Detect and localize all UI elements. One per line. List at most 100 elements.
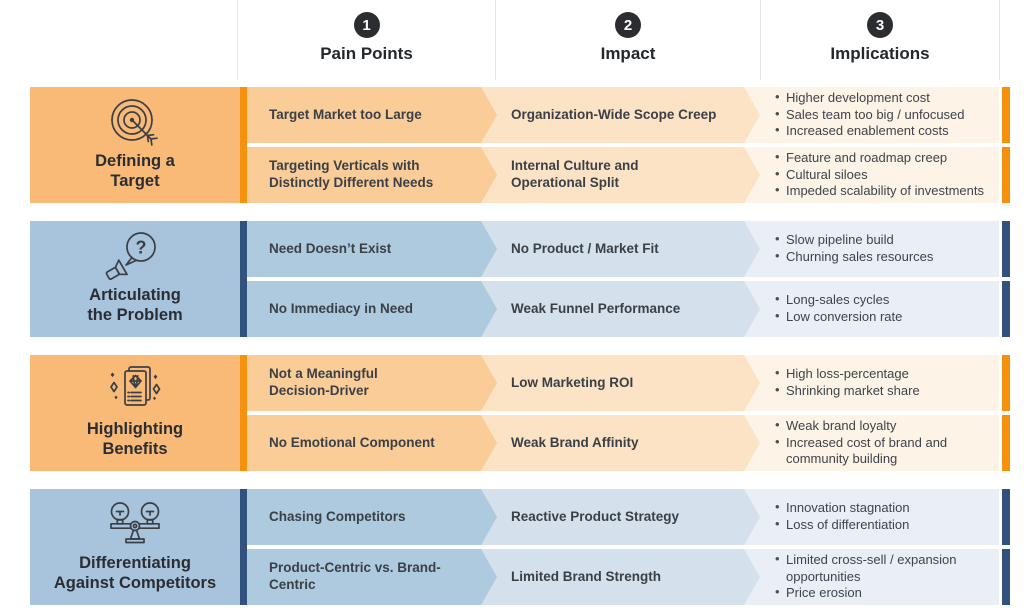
header-label: Pain Points	[320, 44, 413, 63]
impact-label: Internal Culture and Operational Split	[511, 158, 639, 190]
implication-item: Feature and roadmap creep	[774, 149, 984, 167]
implication-item: Limited cross-sell / expansion opportuni…	[774, 551, 993, 586]
implication-item: Shrinking market share	[774, 382, 920, 400]
pain-point-arrow-box: Not a Meaningful Decision-Driver	[247, 355, 497, 411]
implications-list: Slow pipeline buildChurning sales resour…	[774, 231, 933, 266]
category-title: Defining a Target	[95, 151, 175, 190]
pain-point-label: Need Doesn’t Exist	[269, 240, 392, 256]
impact-label: Reactive Product Strategy	[511, 508, 680, 524]
implications-cell: Innovation stagnationLoss of differentia…	[760, 489, 999, 545]
row-accent-bar	[1002, 147, 1010, 203]
impact-arrow-box: Internal Culture and Operational Split	[497, 147, 760, 203]
scale-bulbs-icon	[104, 497, 166, 551]
category-sidebar: Defining a Target	[30, 87, 240, 203]
pain-point-arrow-box: No Emotional Component	[247, 415, 497, 471]
row-accent-bar	[1002, 281, 1010, 337]
matrix-row: Not a Meaningful Decision-Driver Low Mar…	[247, 355, 1010, 411]
category-accent-bar	[240, 489, 247, 605]
implication-item: Innovation stagnation	[774, 499, 910, 517]
matrix-row: No Immediacy in Need Weak Funnel Perform…	[247, 281, 1010, 337]
category-title: Highlighting Benefits	[86, 419, 184, 458]
header-col-implications: 3 Implications	[760, 0, 1000, 80]
row-accent-bar	[1002, 87, 1010, 143]
implication-item: Loss of differentiation	[774, 516, 910, 534]
impact-cell: Weak Funnel Performance	[497, 281, 760, 337]
impact-label: No Product / Market Fit	[511, 240, 659, 256]
pain-point-arrow-box: Need Doesn’t Exist	[247, 221, 497, 277]
impact-cell: No Product / Market Fit	[497, 221, 760, 277]
impact-label: Low Marketing ROI	[511, 374, 634, 390]
pain-point-cell: Chasing Competitors	[247, 489, 497, 545]
pain-point-cell: Target Market too Large	[247, 87, 497, 143]
groups: Defining a Target Target Market too Larg…	[30, 87, 1010, 605]
impact-cell: Organization-Wide Scope Creep	[497, 87, 760, 143]
category-title: Articulating the Problem	[87, 285, 183, 324]
category-title: Differentiating Against Competitors	[53, 553, 217, 592]
pain-point-cell: Need Doesn’t Exist	[247, 221, 497, 277]
impact-label: Limited Brand Strength	[511, 568, 662, 584]
implication-item: Slow pipeline build	[774, 231, 933, 249]
category-accent-bar	[240, 87, 247, 203]
pain-point-arrow-box: Chasing Competitors	[247, 489, 497, 545]
category-accent-bar	[240, 355, 247, 471]
row-accent-bar	[1002, 489, 1010, 545]
pain-point-cell: No Immediacy in Need	[247, 281, 497, 337]
pain-point-label: No Immediacy in Need	[269, 300, 414, 316]
impact-arrow-box: Organization-Wide Scope Creep	[497, 87, 760, 143]
implications-cell: Long-sales cyclesLow conversion rate	[760, 281, 999, 337]
implication-item: High loss-percentage	[774, 365, 920, 383]
pain-point-arrow-box: Product-Centric vs. Brand-Centric	[247, 549, 497, 605]
header-col-pain-points: 1 Pain Points	[237, 0, 495, 80]
impact-arrow-box: Reactive Product Strategy	[497, 489, 760, 545]
impact-label: Organization-Wide Scope Creep	[511, 106, 717, 122]
implication-item: Long-sales cycles	[774, 291, 902, 309]
pain-point-cell: Not a Meaningful Decision-Driver	[247, 355, 497, 411]
pain-point-label: No Emotional Component	[269, 434, 435, 450]
implication-item: Price erosion	[774, 584, 993, 602]
implications-list: Innovation stagnationLoss of differentia…	[774, 499, 910, 534]
question-bubble-megaphone-icon: ?	[104, 229, 166, 283]
implications-list: Limited cross-sell / expansion opportuni…	[774, 551, 993, 603]
implication-item: Increased cost of brand and community bu…	[774, 434, 993, 469]
category-accent-bar	[240, 221, 247, 337]
impact-cell: Weak Brand Affinity	[497, 415, 760, 471]
implications-cell: Slow pipeline buildChurning sales resour…	[760, 221, 999, 277]
implications-list: Higher development costSales team too bi…	[774, 89, 965, 141]
impact-arrow-box: Limited Brand Strength	[497, 549, 760, 605]
implications-list: Weak brand loyaltyIncreased cost of bran…	[774, 417, 993, 469]
pain-point-label: Chasing Competitors	[269, 508, 406, 524]
implication-item: Higher development cost	[774, 89, 965, 107]
matrix-row: No Emotional Component Weak Brand Affini…	[247, 415, 1010, 471]
pain-point-arrow-box: Target Market too Large	[247, 87, 497, 143]
category-group: Highlighting Benefits Not a Meaningful D…	[30, 355, 1010, 471]
implications-list: Feature and roadmap creepCultural siloes…	[774, 149, 984, 201]
header-label: Implications	[830, 44, 930, 63]
category-sidebar: ? Articulating the Problem	[30, 221, 240, 337]
impact-cell: Reactive Product Strategy	[497, 489, 760, 545]
pain-point-cell: Product-Centric vs. Brand-Centric	[247, 549, 497, 605]
matrix-row: Product-Centric vs. Brand-Centric Limite…	[247, 549, 1010, 605]
pain-point-label: Product-Centric vs. Brand-Centric	[269, 560, 441, 592]
impact-arrow-box: Weak Brand Affinity	[497, 415, 760, 471]
impact-arrow-box: Weak Funnel Performance	[497, 281, 760, 337]
category-group: Differentiating Against Competitors Chas…	[30, 489, 1010, 605]
row-accent-bar	[1002, 221, 1010, 277]
row-accent-bar	[1002, 355, 1010, 411]
matrix-row: Need Doesn’t Exist No Product / Market F…	[247, 221, 1010, 277]
step-number-badge: 2	[615, 12, 641, 38]
column-header: 1 Pain Points 2 Impact 3 Implications	[237, 0, 1024, 80]
implication-item: Cultural siloes	[774, 166, 984, 184]
implications-list: High loss-percentageShrinking market sha…	[774, 365, 920, 400]
row-accent-bar	[1002, 549, 1010, 605]
implications-cell: High loss-percentageShrinking market sha…	[760, 355, 999, 411]
header-col-impact: 2 Impact	[495, 0, 760, 80]
implication-item: Impeded scalability of investments	[774, 182, 984, 200]
impact-label: Weak Brand Affinity	[511, 434, 639, 450]
benefits-sheet-sparkle-icon	[104, 363, 166, 417]
pain-point-label: Targeting Verticals with Distinctly Diff…	[269, 158, 434, 190]
impact-label: Weak Funnel Performance	[511, 300, 681, 316]
category-sidebar: Highlighting Benefits	[30, 355, 240, 471]
row-accent-bar	[1002, 415, 1010, 471]
implication-item: Weak brand loyalty	[774, 417, 993, 435]
pain-point-arrow-box: Targeting Verticals with Distinctly Diff…	[247, 147, 497, 203]
